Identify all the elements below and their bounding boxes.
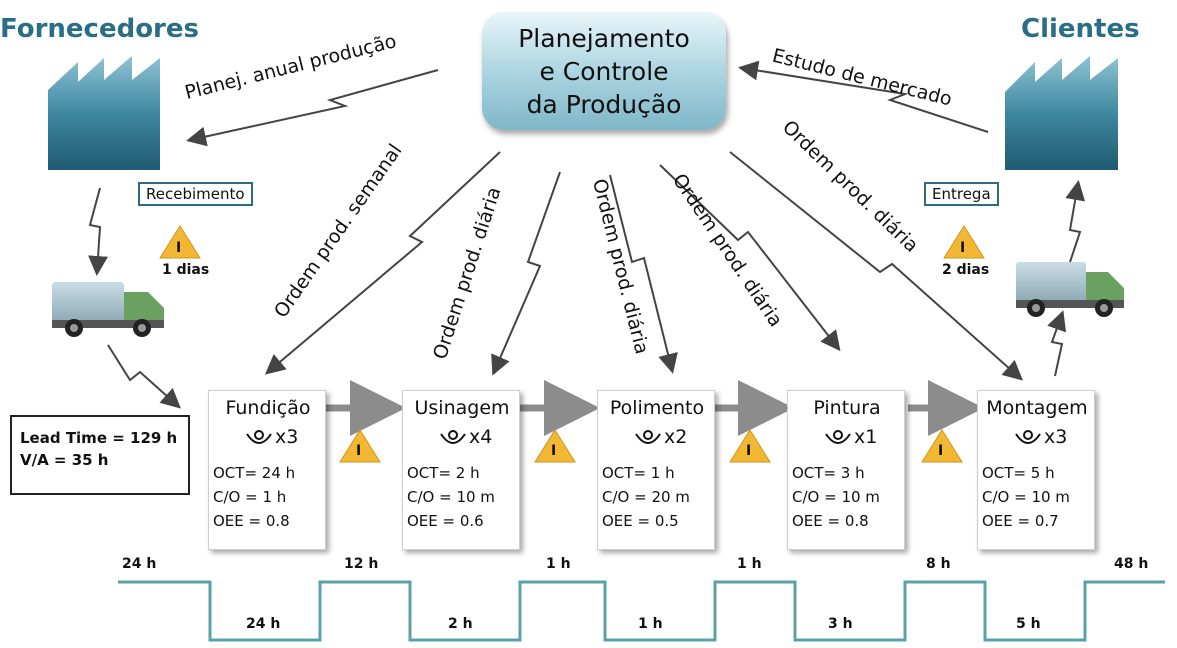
process-co: C/O = 20 m [602, 488, 690, 506]
lead-time-box: Lead Time = 129 h V/A = 35 h [10, 415, 190, 495]
delivery-tag: Entrega [924, 182, 999, 206]
inventory-triangles [159, 225, 985, 463]
customer-truck-icon [1016, 262, 1124, 317]
customer-factory-icon [1005, 56, 1118, 170]
process-oct: OCT= 3 h [792, 464, 865, 482]
operator-count: x3 [1014, 426, 1067, 448]
timeline-process-1: 24 h [246, 616, 281, 632]
process-box-montagem: Montagem x3 OCT= 5 h C/O = 10 m OEE = 0.7 [977, 390, 1095, 550]
operator-count: x2 [634, 426, 687, 448]
process-co: C/O = 10 m [792, 488, 880, 506]
process-oct: OCT= 1 h [602, 464, 675, 482]
control-line-3: da Produção [526, 90, 682, 119]
process-oee: OEE = 0.6 [407, 512, 484, 530]
operator-icon [246, 429, 272, 444]
operator-count: x3 [245, 426, 298, 448]
information-arrows [88, 60, 1086, 409]
timeline-process-5: 5 h [1016, 616, 1041, 632]
process-name: Usinagem [414, 397, 510, 419]
operator-count: x1 [824, 426, 877, 448]
delivery-inventory-days: 2 dias [942, 262, 990, 278]
lead-time-value: Lead Time = 129 h [20, 429, 178, 447]
operator-count-value: x4 [469, 426, 493, 448]
process-name: Pintura [813, 397, 881, 419]
customers-title: Clientes [1021, 14, 1140, 44]
operator-icon [635, 429, 661, 444]
inventory-icon-2: I [551, 443, 557, 459]
process-oee: OEE = 0.7 [982, 512, 1059, 530]
timeline [118, 580, 1165, 642]
operator-icon [1015, 429, 1041, 444]
inventory-icon-3: I [746, 443, 752, 459]
receiving-inventory-days: 1 dias [162, 262, 210, 278]
control-line-1: Planejamento [518, 24, 690, 53]
control-line-2: e Controle [539, 57, 669, 86]
process-name: Polimento [609, 397, 705, 419]
process-co: C/O = 10 m [407, 488, 495, 506]
process-oee: OEE = 0.8 [213, 512, 290, 530]
process-name: Fundição [225, 397, 311, 419]
receiving-tag: Recebimento [138, 182, 253, 206]
inventory-icon-4: I [938, 443, 944, 459]
operator-count-value: x1 [854, 426, 878, 448]
supplier-truck-icon [52, 282, 164, 337]
production-control-label: Planejamento e Controle da Produção [482, 22, 726, 121]
process-oee: OEE = 0.5 [602, 512, 679, 530]
process-oct: OCT= 2 h [407, 464, 480, 482]
production-control-box [482, 12, 726, 130]
operator-icon [440, 429, 466, 444]
timeline-wait-4: 1 h [737, 556, 762, 572]
timeline-wait-3: 1 h [546, 556, 571, 572]
delivery-inventory-icon: I [960, 240, 966, 256]
timeline-wait-6: 48 h [1114, 556, 1149, 572]
timeline-process-2: 2 h [448, 616, 473, 632]
process-co: C/O = 1 h [213, 488, 287, 506]
operator-count: x4 [439, 426, 492, 448]
suppliers-title: Fornecedores [0, 14, 199, 44]
inventory-icon-1: I [356, 443, 362, 459]
process-oee: OEE = 0.8 [792, 512, 869, 530]
process-box-fundicao: Fundição x3 OCT= 24 h C/O = 1 h OEE = 0.8 [208, 390, 326, 550]
operator-count-value: x3 [1044, 426, 1068, 448]
timeline-process-3: 1 h [638, 616, 663, 632]
process-box-usinagem: Usinagem x4 OCT= 2 h C/O = 10 m OEE = 0.6 [402, 390, 520, 550]
value-added-time: V/A = 35 h [20, 451, 109, 469]
timeline-process-4: 3 h [828, 616, 853, 632]
operator-icon [825, 429, 851, 444]
timeline-wait-2: 12 h [344, 556, 379, 572]
process-box-pintura: Pintura x1 OCT= 3 h C/O = 10 m OEE = 0.8 [787, 390, 905, 550]
timeline-wait-1: 24 h [122, 556, 157, 572]
supplier-factory-icon [48, 56, 160, 170]
receiving-inventory-icon: I [176, 240, 182, 256]
timeline-wait-5: 8 h [926, 556, 951, 572]
process-box-polimento: Polimento x2 OCT= 1 h C/O = 20 m OEE = 0.5 [597, 390, 715, 550]
process-oct: OCT= 24 h [213, 464, 296, 482]
process-oct: OCT= 5 h [982, 464, 1055, 482]
operator-count-value: x3 [275, 426, 299, 448]
operator-count-value: x2 [664, 426, 688, 448]
process-name: Montagem [986, 397, 1088, 419]
process-co: C/O = 10 m [982, 488, 1070, 506]
